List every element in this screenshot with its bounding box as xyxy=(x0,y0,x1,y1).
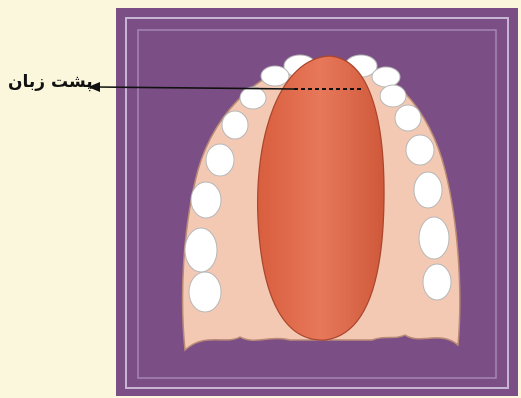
tooth xyxy=(419,217,449,259)
tooth xyxy=(395,105,421,131)
tooth xyxy=(380,85,406,107)
tooth xyxy=(206,144,234,176)
tooth xyxy=(222,111,248,139)
tooth xyxy=(372,67,400,87)
tooth xyxy=(189,272,221,312)
tooth xyxy=(240,87,266,109)
tooth xyxy=(414,172,442,208)
tooth xyxy=(261,66,289,86)
tongue-back-label: پشت زبان xyxy=(8,72,93,92)
tooth xyxy=(406,135,434,165)
tooth xyxy=(191,182,221,218)
tooth xyxy=(185,228,217,272)
tooth xyxy=(423,264,451,300)
